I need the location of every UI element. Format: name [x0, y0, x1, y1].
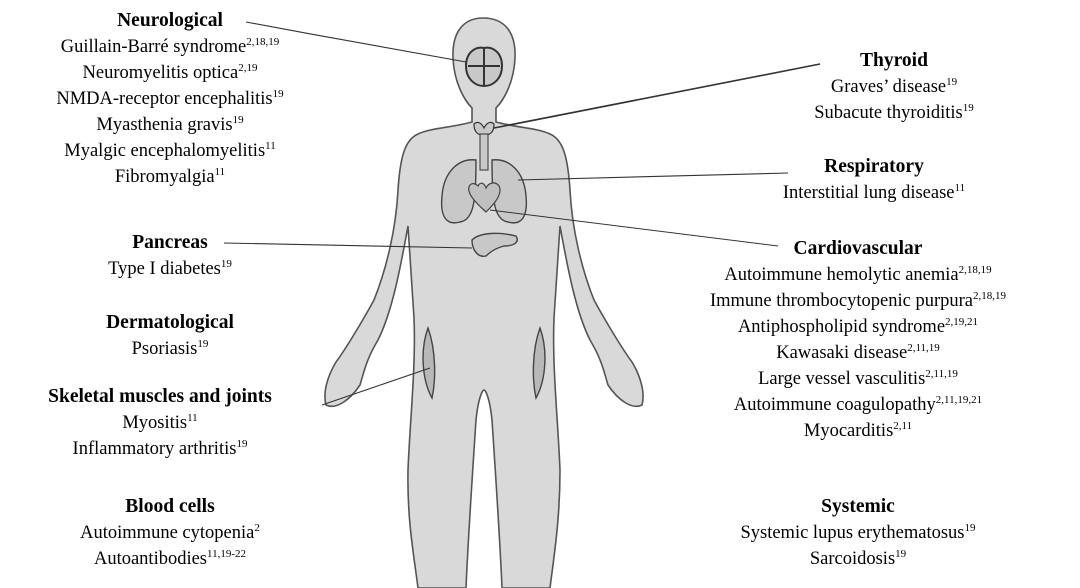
- condition-item: Myalgic encephalomyelitis11: [0, 138, 340, 164]
- condition-item: Large vessel vasculitis2,11,19: [708, 366, 1008, 392]
- group-neurological: Neurological Guillain-Barré syndrome2,18…: [0, 8, 340, 190]
- group-pancreas: Pancreas Type I diabetes19: [0, 230, 340, 282]
- condition-item: Sarcoidosis19: [708, 546, 1008, 572]
- group-heading: Blood cells: [0, 494, 340, 520]
- condition-item: Immune thrombocytopenic purpura2,18,19: [708, 288, 1008, 314]
- condition-item: Antiphospholipid syndrome2,19,21: [708, 314, 1008, 340]
- group-heading: Skeletal muscles and joints: [0, 384, 320, 410]
- group-heading: Thyroid: [744, 48, 1044, 74]
- condition-item: Graves’ disease19: [744, 74, 1044, 100]
- condition-item: Fibromyalgia11: [0, 164, 340, 190]
- group-heading: Respiratory: [724, 154, 1024, 180]
- condition-item: Autoimmune coagulopathy2,11,19,21: [708, 392, 1008, 418]
- group-blood-cells: Blood cells Autoimmune cytopenia2 Autoan…: [0, 494, 340, 572]
- group-skeletal-muscles-joints: Skeletal muscles and joints Myositis11 I…: [0, 384, 320, 462]
- group-heading: Neurological: [0, 8, 340, 34]
- group-dermatological: Dermatological Psoriasis19: [0, 310, 340, 362]
- condition-item: Myasthenia gravis19: [0, 112, 340, 138]
- condition-item: Type I diabetes19: [0, 256, 340, 282]
- group-respiratory: Respiratory Interstitial lung disease11: [724, 154, 1024, 206]
- condition-item: Subacute thyroiditis19: [744, 100, 1044, 126]
- body-silhouette: [325, 18, 643, 588]
- condition-item: Kawasaki disease2,11,19: [708, 340, 1008, 366]
- condition-item: Autoimmune cytopenia2: [0, 520, 340, 546]
- group-cardiovascular: Cardiovascular Autoimmune hemolytic anem…: [708, 236, 1008, 444]
- group-systemic: Systemic Systemic lupus erythematosus19 …: [708, 494, 1008, 572]
- condition-item: Psoriasis19: [0, 336, 340, 362]
- condition-item: Myocarditis2,11: [708, 418, 1008, 444]
- group-heading: Systemic: [708, 494, 1008, 520]
- group-thyroid: Thyroid Graves’ disease19 Subacute thyro…: [744, 48, 1044, 126]
- trachea-icon: [480, 134, 488, 170]
- group-heading: Dermatological: [0, 310, 340, 336]
- condition-item: Interstitial lung disease11: [724, 180, 1024, 206]
- condition-item: Myositis11: [0, 410, 320, 436]
- condition-item: Systemic lupus erythematosus19: [708, 520, 1008, 546]
- condition-item: Autoantibodies11,19-22: [0, 546, 340, 572]
- condition-item: Autoimmune hemolytic anemia2,18,19: [708, 262, 1008, 288]
- group-heading: Cardiovascular: [708, 236, 1008, 262]
- condition-item: Neuromyelitis optica2,19: [0, 60, 340, 86]
- condition-item: Guillain-Barré syndrome2,18,19: [0, 34, 340, 60]
- group-heading: Pancreas: [0, 230, 340, 256]
- condition-item: Inflammatory arthritis19: [0, 436, 320, 462]
- condition-item: NMDA-receptor encephalitis19: [0, 86, 340, 112]
